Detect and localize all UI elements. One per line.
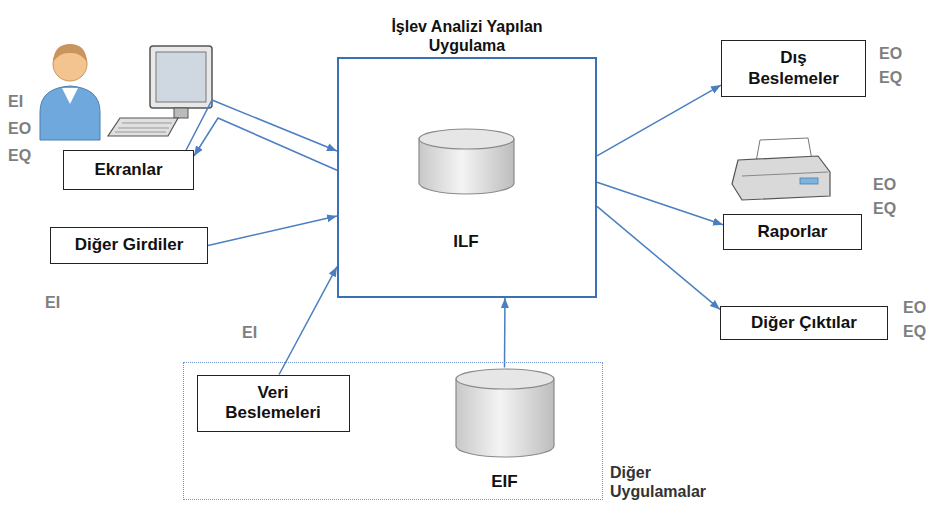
edge-label: EI (240, 323, 259, 342)
flow-arrow (504, 298, 506, 368)
node-label: Raporlar (758, 222, 828, 242)
application-boundary: İşlev Analizi Yapılan UygulamaILF (337, 57, 597, 298)
eif-cylinder: EIF (455, 368, 555, 493)
node-label: Ekranlar (94, 160, 162, 180)
function-type-label: EO (8, 119, 31, 138)
cylinder-side (456, 379, 554, 457)
function-type-label: EI (45, 293, 60, 312)
function-type-label: EQ (8, 146, 31, 165)
cylinder-top (456, 369, 554, 389)
keyboard-keys (115, 123, 172, 132)
function-type-label: EO (903, 298, 926, 317)
external-feeds-box: Dış Beslemeler (721, 40, 866, 97)
cylinder-shape (455, 368, 555, 458)
other-inputs-box: Diğer Girdiler (50, 227, 208, 264)
flow-arrow (279, 267, 337, 375)
group-heading: İşlev Analizi Yapılan Uygulama (372, 17, 562, 55)
user-hair (53, 44, 87, 62)
function-type-label: EQ (879, 68, 902, 87)
flow-arrow (597, 85, 721, 156)
flow-arrow (186, 100, 337, 151)
monitor-stand (174, 108, 188, 118)
ilf-cylinder: ILF (418, 128, 515, 253)
computer-icon (108, 46, 212, 136)
flow-arrow (597, 206, 720, 309)
function-type-label: EI (8, 92, 23, 111)
user-icon (40, 44, 100, 140)
keyboard (108, 118, 178, 136)
printer-icon (732, 138, 830, 200)
flow-arrow (597, 182, 723, 224)
function-type-label: EQ (873, 199, 896, 218)
node-label: Veri Beslemeleri (213, 383, 333, 424)
screens-box: Ekranlar (63, 150, 194, 190)
flow-arrow (194, 118, 337, 170)
cylinder-shape (418, 128, 515, 195)
user-body (40, 86, 100, 140)
node-label: Diğer Girdiler (75, 235, 184, 255)
function-type-label: EO (873, 175, 896, 194)
monitor-screen (156, 52, 206, 102)
node-label: EIF (455, 472, 555, 492)
printer-panel (800, 178, 818, 184)
node-label: Dış Beslemeler (739, 48, 849, 89)
printer-slot (742, 172, 828, 176)
data-feeds-box: Veri Beslemeleri (197, 375, 350, 432)
flow-arrow (208, 216, 337, 245)
user-collar (62, 88, 78, 104)
printer-body (732, 156, 830, 200)
node-label: ILF (418, 232, 515, 252)
group-heading: Diğer Uygulamalar (610, 463, 706, 501)
function-type-label: EQ (903, 322, 926, 341)
node-label: Diğer Çıktılar (751, 313, 857, 333)
other-outputs-box: Diğer Çıktılar (720, 306, 888, 340)
reports-box: Raporlar (723, 214, 862, 250)
other-applications-region: Diğer UygulamalarVeri BeslemeleriEIF (183, 362, 603, 500)
cylinder-top (419, 129, 514, 149)
monitor-frame (150, 46, 212, 108)
function-type-label: EO (879, 44, 902, 63)
